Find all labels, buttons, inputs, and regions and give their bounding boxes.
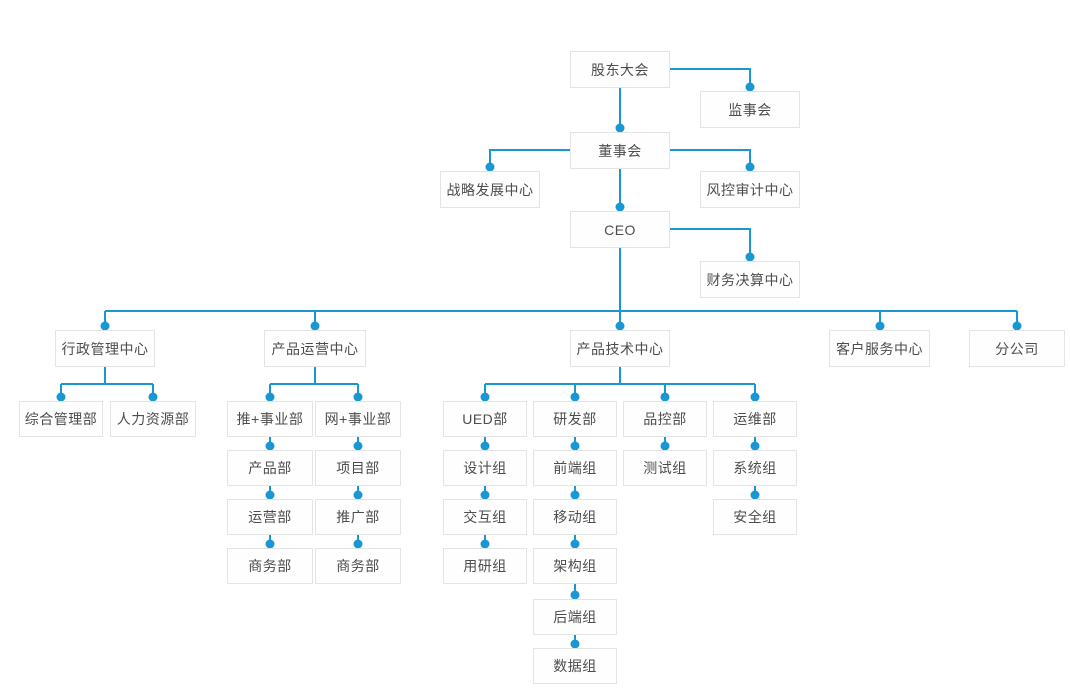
org-node-security-group: 安全组 bbox=[713, 499, 797, 535]
connector-dot bbox=[353, 490, 363, 500]
connector-dot bbox=[875, 321, 885, 331]
org-node-board-of-directors: 董事会 bbox=[570, 132, 670, 169]
connector-dot bbox=[660, 392, 670, 402]
connector-dot bbox=[750, 392, 760, 402]
org-node-shareholders-meeting: 股东大会 bbox=[570, 51, 670, 88]
org-node-risk-audit-center: 风控审计中心 bbox=[700, 171, 800, 208]
org-node-design-group: 设计组 bbox=[443, 450, 527, 486]
connector-line bbox=[670, 68, 751, 87]
connector-dot bbox=[353, 539, 363, 549]
org-node-project-dept: 项目部 bbox=[315, 450, 401, 486]
org-node-ceo: CEO bbox=[570, 211, 670, 248]
connector-dot bbox=[615, 202, 625, 212]
connector-dot bbox=[750, 490, 760, 500]
connector-dot bbox=[660, 441, 670, 451]
org-node-interaction-group: 交互组 bbox=[443, 499, 527, 535]
connector-dot bbox=[265, 539, 275, 549]
org-node-general-admin-dept: 综合管理部 bbox=[19, 401, 103, 437]
org-node-supervisory-board: 监事会 bbox=[700, 91, 800, 128]
connector-dot bbox=[570, 639, 580, 649]
connector-dot bbox=[353, 441, 363, 451]
org-node-tech-center: 产品技术中心 bbox=[570, 330, 670, 367]
connector-dot bbox=[265, 392, 275, 402]
connector-dot bbox=[310, 321, 320, 331]
connector-dot bbox=[265, 441, 275, 451]
connector-dot bbox=[265, 490, 275, 500]
connector-dot bbox=[1012, 321, 1022, 331]
org-node-qc-dept: 品控部 bbox=[623, 401, 707, 437]
connector-line bbox=[670, 149, 751, 167]
connector-dot bbox=[570, 441, 580, 451]
org-node-user-research-group: 用研组 bbox=[443, 548, 527, 584]
connector-dot bbox=[745, 252, 755, 262]
connector-dot bbox=[485, 162, 495, 172]
org-node-test-group: 测试组 bbox=[623, 450, 707, 486]
connector-dot bbox=[56, 392, 66, 402]
org-node-wang-division: 网+事业部 bbox=[315, 401, 401, 437]
org-node-ued-dept: UED部 bbox=[443, 401, 527, 437]
org-node-business-dept-tui: 商务部 bbox=[227, 548, 313, 584]
connector-dot bbox=[570, 539, 580, 549]
org-node-admin-center: 行政管理中心 bbox=[55, 330, 155, 367]
org-node-data-group: 数据组 bbox=[533, 648, 617, 684]
connector-dot bbox=[570, 392, 580, 402]
connector-dot bbox=[570, 590, 580, 600]
org-node-finance-center: 财务决算中心 bbox=[700, 261, 800, 298]
connector-dot bbox=[353, 392, 363, 402]
connector-dot bbox=[480, 539, 490, 549]
org-node-om-dept: 运维部 bbox=[713, 401, 797, 437]
org-node-backend-group: 后端组 bbox=[533, 599, 617, 635]
connector-dot bbox=[615, 321, 625, 331]
org-node-tui-division: 推+事业部 bbox=[227, 401, 313, 437]
org-node-service-center: 客户服务中心 bbox=[829, 330, 930, 367]
connector-dot bbox=[615, 123, 625, 133]
org-node-product-dept: 产品部 bbox=[227, 450, 313, 486]
connector-dot bbox=[750, 441, 760, 451]
org-node-ops-center: 产品运营中心 bbox=[264, 330, 366, 367]
connector-dot bbox=[480, 441, 490, 451]
connector-dot bbox=[745, 162, 755, 172]
org-node-rd-dept: 研发部 bbox=[533, 401, 617, 437]
org-node-strategy-center: 战略发展中心 bbox=[440, 171, 540, 208]
org-node-architecture-group: 架构组 bbox=[533, 548, 617, 584]
connector-dot bbox=[570, 490, 580, 500]
org-node-mobile-group: 移动组 bbox=[533, 499, 617, 535]
org-node-branch-company: 分公司 bbox=[969, 330, 1065, 367]
org-node-frontend-group: 前端组 bbox=[533, 450, 617, 486]
connector-line bbox=[670, 228, 751, 257]
connector-dot bbox=[745, 82, 755, 92]
connector-dot bbox=[480, 392, 490, 402]
connector-dot bbox=[480, 490, 490, 500]
connector-dot bbox=[148, 392, 158, 402]
org-node-business-dept-wang: 商务部 bbox=[315, 548, 401, 584]
org-node-promotion-dept: 推广部 bbox=[315, 499, 401, 535]
connector-line bbox=[489, 149, 570, 167]
org-node-hr-dept: 人力资源部 bbox=[110, 401, 196, 437]
connector-dot bbox=[100, 321, 110, 331]
org-node-operation-dept: 运营部 bbox=[227, 499, 313, 535]
org-node-system-group: 系统组 bbox=[713, 450, 797, 486]
